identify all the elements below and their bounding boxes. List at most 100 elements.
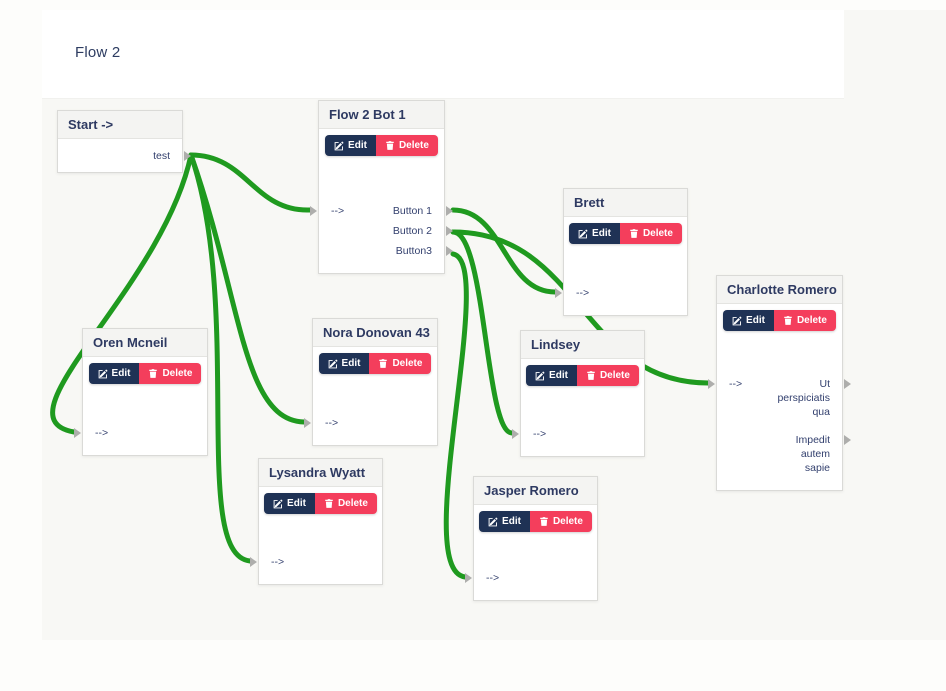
- edit-button-label: Edit: [549, 370, 568, 381]
- node-title: Start ->: [58, 111, 182, 139]
- connection-path[interactable]: [443, 251, 469, 580]
- delete-button-label: Delete: [337, 498, 368, 509]
- node-io-row: -->Ut perspiciatis qua: [708, 374, 851, 422]
- delete-button-label: Delete: [392, 358, 423, 369]
- connection-path[interactable]: [188, 152, 313, 213]
- trash-icon: [324, 498, 334, 509]
- node-io-row: Button 2: [319, 221, 453, 241]
- delete-button-label: Delete: [796, 315, 827, 326]
- output-connector-icon[interactable]: [184, 151, 191, 161]
- node-actions: Edit Delete: [318, 353, 432, 374]
- flow-node-start[interactable]: Start -> test: [57, 110, 191, 173]
- page-title: Flow 2: [75, 44, 121, 61]
- output-label: Button 2: [392, 225, 432, 237]
- edit-button[interactable]: Edit: [569, 223, 620, 244]
- edit-button[interactable]: Edit: [526, 365, 577, 386]
- input-connector-icon[interactable]: [250, 557, 257, 567]
- edit-button-label: Edit: [592, 228, 611, 239]
- input-label: -->: [576, 287, 590, 299]
- node-actions: Edit Delete: [723, 310, 836, 331]
- trash-icon: [629, 228, 639, 239]
- edit-button-label: Edit: [287, 498, 306, 509]
- output-connector-icon[interactable]: [446, 246, 453, 256]
- input-label: -->: [95, 427, 109, 439]
- delete-button[interactable]: Delete: [139, 363, 202, 384]
- connection-path[interactable]: [450, 229, 515, 436]
- node-io-row: -->: [304, 413, 437, 433]
- output-connector-icon[interactable]: [446, 206, 453, 216]
- edit-button[interactable]: Edit: [88, 363, 140, 384]
- input-connector-icon[interactable]: [708, 379, 715, 389]
- edit-button-label: Edit: [502, 516, 521, 527]
- output-connector-icon[interactable]: [844, 435, 851, 445]
- edit-pencil-square-icon: [732, 315, 742, 326]
- edit-pencil-square-icon: [488, 516, 498, 527]
- node-title: Nora Donovan 43: [313, 319, 437, 347]
- trash-icon: [148, 368, 158, 379]
- node-title: Brett: [564, 189, 687, 217]
- node-actions: Edit Delete: [479, 511, 592, 532]
- connection-path[interactable]: [188, 152, 253, 564]
- node-actions: Edit Delete: [325, 135, 438, 156]
- node-io-row: -->: [250, 552, 382, 572]
- connection-path[interactable]: [188, 152, 307, 425]
- node-title: Jasper Romero: [474, 477, 597, 505]
- output-label: Button3: [395, 245, 432, 257]
- edit-button[interactable]: Edit: [479, 511, 530, 532]
- node-actions: Edit Delete: [88, 363, 202, 384]
- edit-button-label: Edit: [111, 368, 131, 379]
- delete-button[interactable]: Delete: [369, 353, 432, 374]
- node-io-row: -->Button 1: [310, 201, 453, 221]
- delete-button[interactable]: Delete: [619, 223, 682, 244]
- node-actions: Edit Delete: [526, 365, 639, 386]
- delete-button[interactable]: Delete: [375, 135, 438, 156]
- delete-button[interactable]: Delete: [576, 365, 639, 386]
- delete-button[interactable]: Delete: [529, 511, 592, 532]
- edit-button-label: Edit: [746, 315, 765, 326]
- trash-icon: [539, 516, 549, 527]
- input-connector-icon[interactable]: [304, 418, 311, 428]
- output-connector-icon[interactable]: [446, 226, 453, 236]
- edit-pencil-square-icon: [578, 228, 588, 239]
- trash-icon: [378, 358, 388, 369]
- flow-node-nora[interactable]: Nora Donovan 43 Edit Delete -->: [304, 318, 438, 446]
- input-label: -->: [325, 417, 339, 429]
- edit-button-label: Edit: [348, 140, 367, 151]
- delete-button-label: Delete: [599, 370, 630, 381]
- input-connector-icon[interactable]: [555, 288, 562, 298]
- input-connector-icon[interactable]: [310, 206, 317, 216]
- node-io-row: test: [58, 146, 191, 166]
- node-io-row: -->: [512, 424, 644, 444]
- edit-pencil-square-icon: [328, 358, 338, 369]
- edit-button[interactable]: Edit: [318, 353, 370, 374]
- input-connector-icon[interactable]: [465, 573, 472, 583]
- edit-pencil-square-icon: [535, 370, 545, 381]
- node-io-row: -->: [74, 423, 207, 443]
- edit-button[interactable]: Edit: [723, 310, 774, 331]
- output-connector-icon[interactable]: [844, 379, 851, 389]
- output-label: Button 1: [392, 205, 432, 217]
- input-label: -->: [729, 378, 743, 390]
- node-io-row: Impedit autem sapie: [717, 430, 851, 478]
- delete-button[interactable]: Delete: [314, 493, 377, 514]
- delete-button[interactable]: Delete: [773, 310, 836, 331]
- edit-pencil-square-icon: [273, 498, 283, 509]
- edit-button-label: Edit: [341, 358, 361, 369]
- input-connector-icon[interactable]: [512, 429, 519, 439]
- edit-button[interactable]: Edit: [325, 135, 376, 156]
- delete-button-label: Delete: [162, 368, 193, 379]
- input-label: -->: [533, 428, 547, 440]
- input-connector-icon[interactable]: [74, 428, 81, 438]
- output-label: Impedit autem sapie: [795, 434, 830, 474]
- edit-button[interactable]: Edit: [264, 493, 315, 514]
- edit-pencil-square-icon: [334, 140, 344, 151]
- connection-path[interactable]: [450, 207, 558, 295]
